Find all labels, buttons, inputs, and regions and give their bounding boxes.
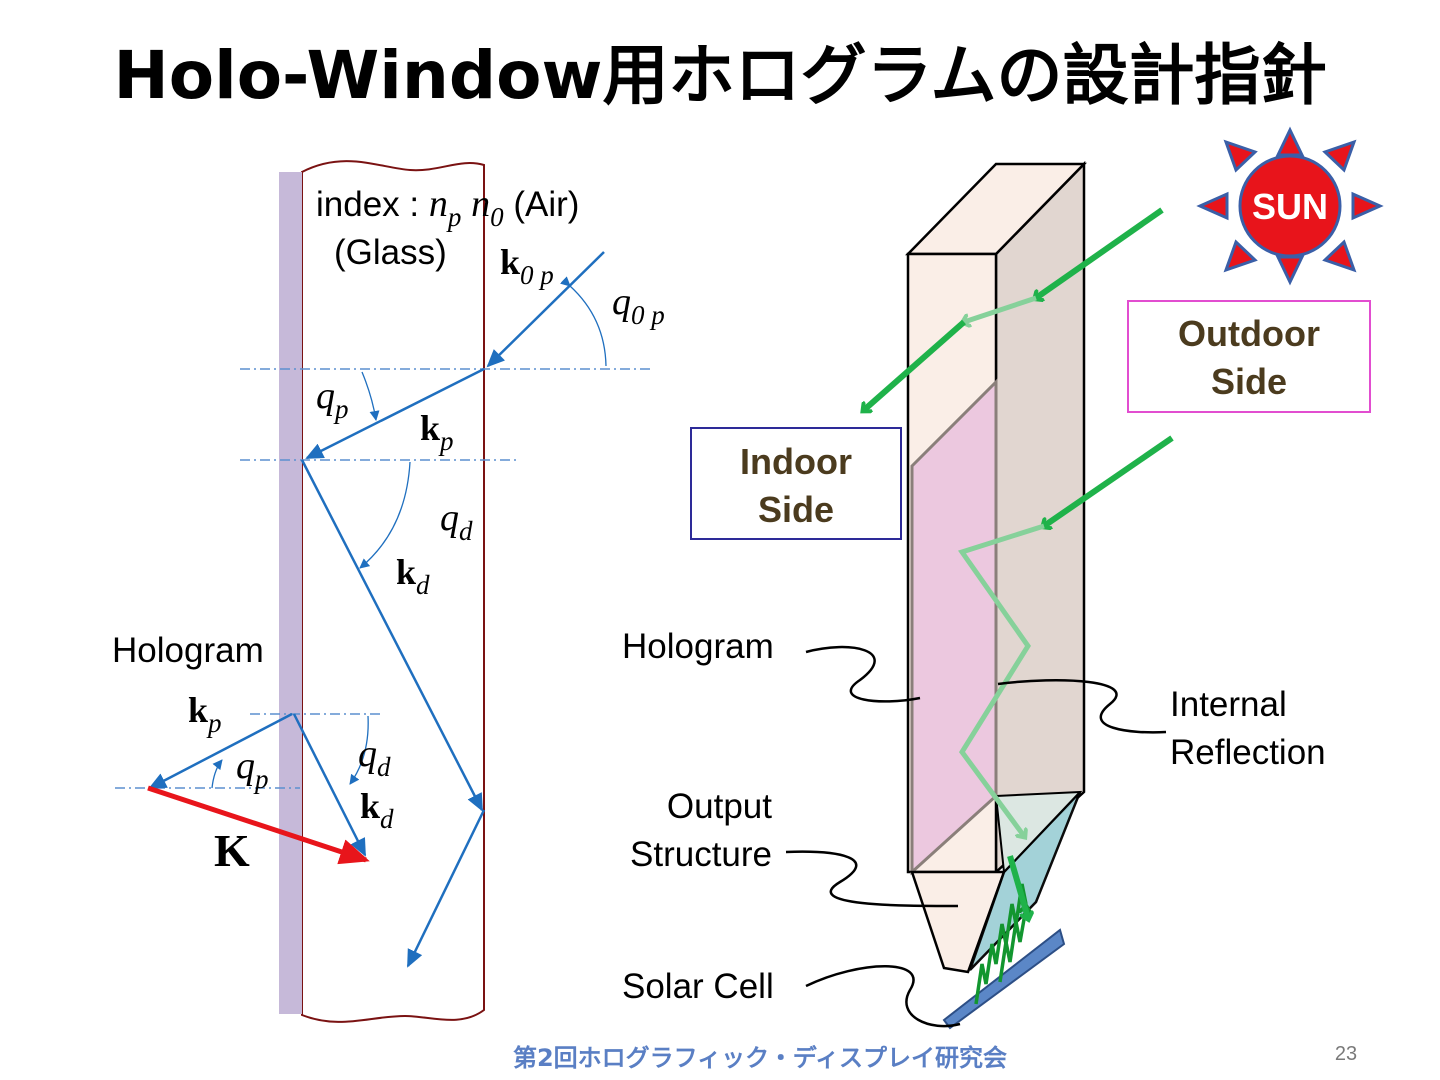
page-number: 23	[1335, 1043, 1357, 1065]
output-prism	[910, 870, 1006, 974]
outdoor-side-box	[1127, 300, 1371, 413]
outdoor-label-line1: Outdoor	[1178, 313, 1320, 354]
label-qd: qd	[440, 497, 473, 546]
label-kp: kp	[420, 408, 454, 456]
left-diagram: index : np n0 (Air) (Glass) k0 p q0 p qp…	[112, 160, 665, 1023]
ray-k0p	[486, 251, 605, 368]
hologram-layer	[279, 172, 302, 1014]
internal-reflection-line1: Internal	[1170, 685, 1287, 724]
svg-text:index : np n0 (Air): index : np n0 (Air)	[316, 183, 579, 232]
sun-label: SUN	[1252, 186, 1328, 227]
output-structure-line2: Structure	[630, 835, 772, 874]
sun-icon	[1196, 126, 1384, 286]
output-structure-line1: Output	[667, 787, 772, 826]
internal-reflection-line2: Reflection	[1170, 733, 1326, 772]
ray-reflected	[406, 809, 486, 968]
grating-vector-K	[147, 785, 370, 865]
hologram-label-right: Hologram	[622, 627, 774, 666]
ray-kp	[305, 367, 485, 460]
outdoor-label-line2: Side	[1211, 361, 1287, 402]
footer-text: 第2回ホログラフィック・ディスプレイ研究会	[513, 1044, 1007, 1072]
indoor-label-line2: Side	[758, 489, 834, 530]
hologram-label-left: Hologram	[112, 631, 264, 670]
slide-title: Holo-Window用ホログラムの設計指針	[113, 37, 1327, 114]
label-qd-construction: qd	[358, 733, 391, 782]
solar-cell-label: Solar Cell	[622, 967, 774, 1006]
label-k0p: k0 p	[500, 242, 554, 290]
indoor-label-line1: Indoor	[740, 441, 852, 482]
label-qp: qp	[316, 375, 349, 424]
label-K: K	[214, 825, 250, 876]
ray-kd	[300, 459, 484, 812]
label-qp-construction: qp	[236, 745, 269, 794]
label-kd-construction: kd	[360, 786, 394, 834]
glass-label: (Glass)	[334, 233, 447, 272]
label-kd: kd	[396, 552, 430, 600]
hologram-sheet	[910, 378, 998, 876]
indoor-side-box	[690, 427, 902, 540]
glass-slab	[301, 160, 485, 1023]
right-diagram: SUN Outdoor Side Indoor Side Hologram In…	[622, 126, 1384, 1030]
air-label: (Air)	[504, 185, 580, 224]
label-q0p: q0 p	[612, 281, 665, 330]
index-label: index :	[316, 185, 429, 224]
label-kp-construction: kp	[188, 690, 222, 738]
